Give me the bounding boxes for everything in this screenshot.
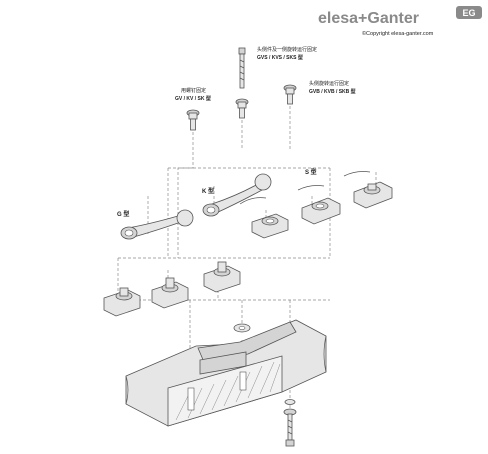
base-block: [125, 319, 327, 427]
screw-long-top: [238, 47, 246, 89]
label-k-type: K 型: [202, 187, 214, 195]
clamp-lower-left: [103, 287, 141, 317]
lever-g-type: [120, 209, 194, 240]
clamp-s-right: [343, 171, 393, 209]
bottom-bolt: [283, 399, 297, 447]
screw-short-right: [283, 84, 297, 105]
label-right-cn: 头侧旋转运行固定: [309, 80, 349, 87]
washer: [233, 323, 251, 333]
label-s-type: S 型: [305, 168, 317, 176]
brand-elesa: elesa: [318, 10, 358, 27]
brand-header: elesa+Ganter EG ©Copyright elesa-ganter.…: [318, 6, 482, 37]
screw-short-center: [235, 98, 249, 119]
label-left-cn: 用螺钉固定: [181, 87, 206, 94]
clamp-s-middle: [297, 185, 341, 225]
label-left-code: GV / KV / SK 型: [175, 95, 211, 102]
label-top-code: GVS / KVS / SKS 型: [257, 54, 303, 61]
clamp-lower-right: [203, 261, 241, 293]
label-g-type: G 型: [117, 210, 129, 218]
clamp-s-left: [239, 197, 289, 239]
screw-short-left: [186, 109, 200, 131]
label-right-code: GVB / KVB / SKB 型: [309, 88, 356, 95]
clamp-lower-middle: [151, 277, 189, 309]
label-top-cn: 头侧件及一侧旋转运行固定: [257, 46, 317, 53]
brand-logo-box: [456, 6, 482, 19]
copyright-text: ©Copyright elesa-ganter.com: [362, 30, 434, 37]
lever-k-type: [202, 173, 272, 217]
svg-text:elesa+Ganter: elesa+Ganter: [318, 10, 419, 27]
brand-plus: +: [358, 10, 367, 27]
brand-logo-text: EG: [462, 8, 475, 18]
brand-ganter: Ganter: [367, 10, 419, 27]
